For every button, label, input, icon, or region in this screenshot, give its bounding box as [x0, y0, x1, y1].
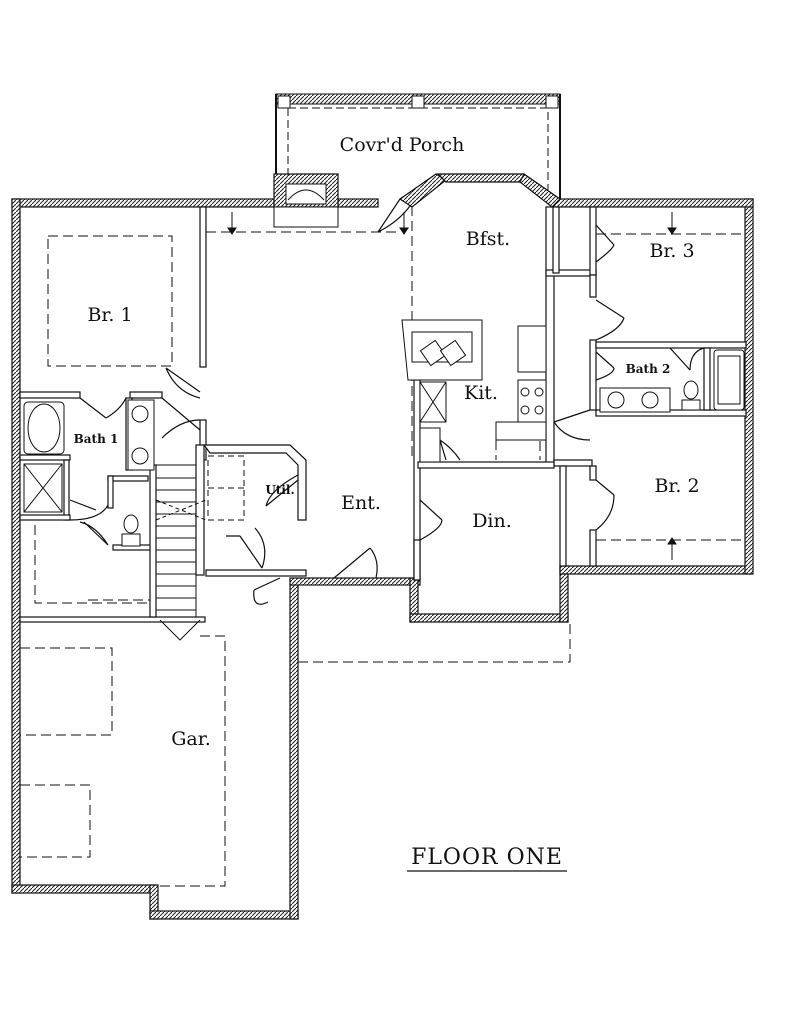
covered-porch [275, 93, 561, 199]
label-ent: Ent. [341, 492, 381, 514]
label-br1: Br. 1 [87, 304, 132, 326]
label-bfst: Bfst. [466, 228, 510, 250]
stairs [155, 464, 207, 641]
util-fixtures [207, 455, 245, 521]
ceiling-arrows [227, 212, 677, 560]
bath-fixtures [23, 349, 745, 547]
kitchen-fixtures [401, 319, 547, 463]
interior-walls [19, 206, 747, 623]
label-gar: Gar. [171, 728, 211, 750]
label-br2: Br. 2 [654, 475, 699, 497]
fireplace-hearth [287, 189, 325, 201]
label-bath2: Bath 2 [626, 362, 671, 376]
label-din: Din. [472, 510, 512, 532]
windows [11, 198, 754, 920]
doors [69, 198, 705, 605]
label-util: Util. [265, 483, 294, 497]
label-br3: Br. 3 [649, 240, 694, 262]
label-bath1: Bath 1 [74, 432, 119, 446]
label-covrd-porch: Covr'd Porch [340, 134, 465, 156]
fireplace-hearth-slab [273, 206, 339, 228]
fireplace [285, 183, 327, 205]
label-kit: Kit. [464, 382, 498, 404]
plan-title: FLOOR ONE [411, 845, 563, 870]
